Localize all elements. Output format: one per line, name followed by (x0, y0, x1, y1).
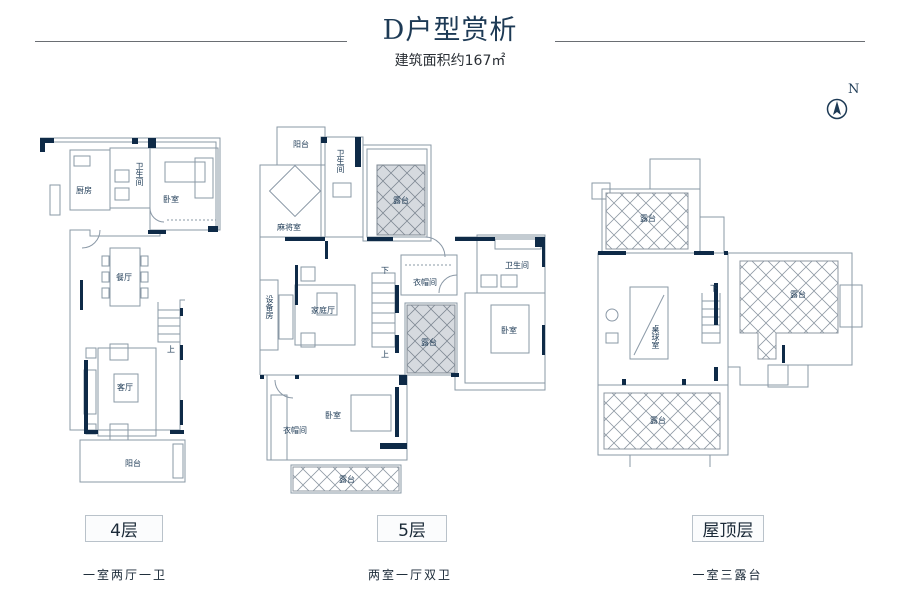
room-label-bathroom-small: 卫生间 (336, 149, 345, 173)
stairs-up-label: 上 (381, 350, 389, 359)
room-label-terrace-right: 露台 (790, 290, 806, 299)
page-title: D户型赏析 (382, 15, 518, 46)
room-label-equipment: 设备房 (265, 295, 274, 319)
floor-tag-roof-text: 屋顶层 (702, 521, 754, 541)
room-label-family-hall: 家庭厅 (311, 306, 335, 315)
area-subtitle: 建筑面积约167㎡ (394, 53, 506, 69)
room-label-bedroom-bottom: 卧室 (325, 411, 341, 420)
floor-plan-roof: 露台 露台 桌球室 露台 下 (590, 155, 870, 475)
north-arrow-icon (826, 98, 848, 120)
floor-plan-4: 厨房 卫生间 卧室 餐厅 客厅 阳台 上 (30, 130, 230, 490)
floor-plan-4-drawing (40, 137, 221, 483)
room-label-mahjong: 麻将室 (277, 223, 301, 232)
room-label-terrace-center: 露台 (421, 338, 437, 347)
compass-north-label: N (848, 82, 860, 97)
room-label-terrace-top: 露台 (640, 214, 656, 223)
room-label-balcony: 阳台 (125, 459, 141, 468)
room-label-bedroom-right: 卧室 (501, 326, 517, 335)
stairs-up-label: 上 (167, 345, 175, 354)
room-label-billiards: 桌球室 (651, 325, 660, 349)
floor-desc-4: 一室两厅一卫 (82, 568, 167, 582)
stairs-down-label: 下 (381, 266, 389, 275)
header-rule-left (35, 41, 347, 42)
room-label-living: 客厅 (117, 383, 133, 392)
stairs-down-label: 下 (710, 284, 718, 293)
header-rule-right (555, 41, 865, 42)
floor-tag-4: 4层 (85, 515, 163, 542)
floor-tag-4-text: 4层 (110, 521, 138, 541)
floor-tag-5: 5层 (377, 515, 447, 542)
room-label-closet-center: 衣帽间 (413, 278, 437, 287)
room-label-terrace-bottom: 露台 (339, 475, 355, 484)
room-label-dining: 餐厅 (116, 273, 132, 282)
room-label-terrace-top: 露台 (393, 196, 409, 205)
floor-plan-5-drawing (259, 126, 546, 494)
room-label-closet-bottom: 衣帽间 (283, 426, 307, 435)
room-label-balcony: 阳台 (293, 140, 309, 149)
room-label-bathroom-right: 卫生间 (505, 261, 529, 270)
room-label-bathroom: 卫生间 (135, 162, 144, 186)
room-label-terrace-bottom: 露台 (650, 416, 666, 425)
floor-desc-5: 两室一厅双卫 (367, 568, 452, 582)
room-label-kitchen: 厨房 (76, 186, 92, 195)
floor-tag-5-text: 5层 (398, 521, 426, 541)
floor-plan-5: 阳台 麻将室 卫生间 露台 设备房 家庭厅 衣帽间 露台 卫生间 卧室 卧室 衣… (255, 125, 555, 495)
floor-desc-roof: 一室三露台 (692, 568, 763, 582)
floor-tag-roof: 屋顶层 (692, 515, 764, 542)
floor-plan-roof-drawing (591, 158, 863, 467)
room-label-bedroom: 卧室 (163, 195, 179, 204)
